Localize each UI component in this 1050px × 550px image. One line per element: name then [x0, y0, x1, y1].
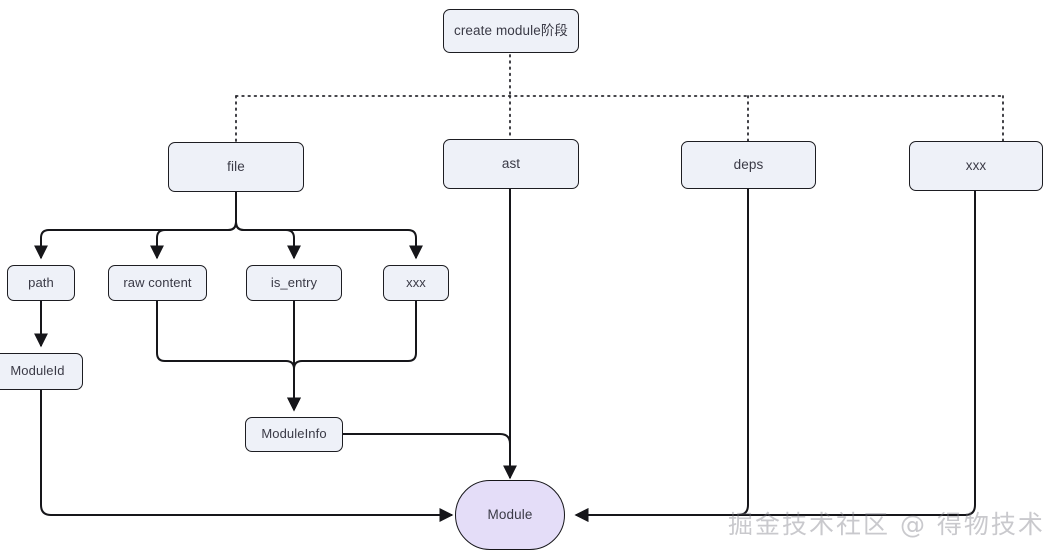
file-fan-edges [34, 192, 423, 260]
watermark: 掘金技术社区 @ 得物技术 [728, 510, 1045, 539]
dotted-edge-group [235, 54, 1004, 142]
node-label: Module [487, 506, 533, 522]
node-label: xxx [965, 157, 987, 173]
node-module-info[interactable]: ModuleInfo [245, 417, 343, 452]
node-xxx-leaf[interactable]: xxx [383, 265, 449, 301]
moduleinfo-to-module-edge [343, 433, 511, 470]
node-ast[interactable]: ast [443, 139, 579, 189]
node-label: ast [501, 155, 521, 171]
node-label: ModuleInfo [261, 426, 327, 442]
node-create-module-stage[interactable]: create module阶段 [443, 9, 579, 53]
node-is-entry[interactable]: is_entry [246, 265, 342, 301]
node-label: ModuleId [10, 363, 65, 379]
node-raw-content[interactable]: raw content [108, 265, 207, 301]
node-label: deps [733, 156, 764, 172]
deps-to-module-edge [574, 189, 749, 522]
node-label: path [28, 274, 54, 290]
node-label: xxx [406, 274, 426, 290]
node-label: is_entry [270, 274, 318, 290]
node-label: create module阶段 [453, 22, 569, 38]
node-path[interactable]: path [7, 265, 75, 301]
node-deps[interactable]: deps [681, 141, 816, 189]
node-module-id[interactable]: ModuleId [0, 353, 83, 390]
node-module[interactable]: Module [455, 480, 565, 550]
leaf-to-moduleinfo-edges [156, 301, 417, 412]
xxx-to-module-edge [574, 189, 976, 522]
node-label: file [227, 158, 245, 174]
moduleid-to-module-edge [40, 390, 454, 522]
node-xxx-top[interactable]: xxx [909, 141, 1043, 191]
node-file[interactable]: file [168, 142, 304, 192]
node-label: raw content [123, 274, 192, 290]
